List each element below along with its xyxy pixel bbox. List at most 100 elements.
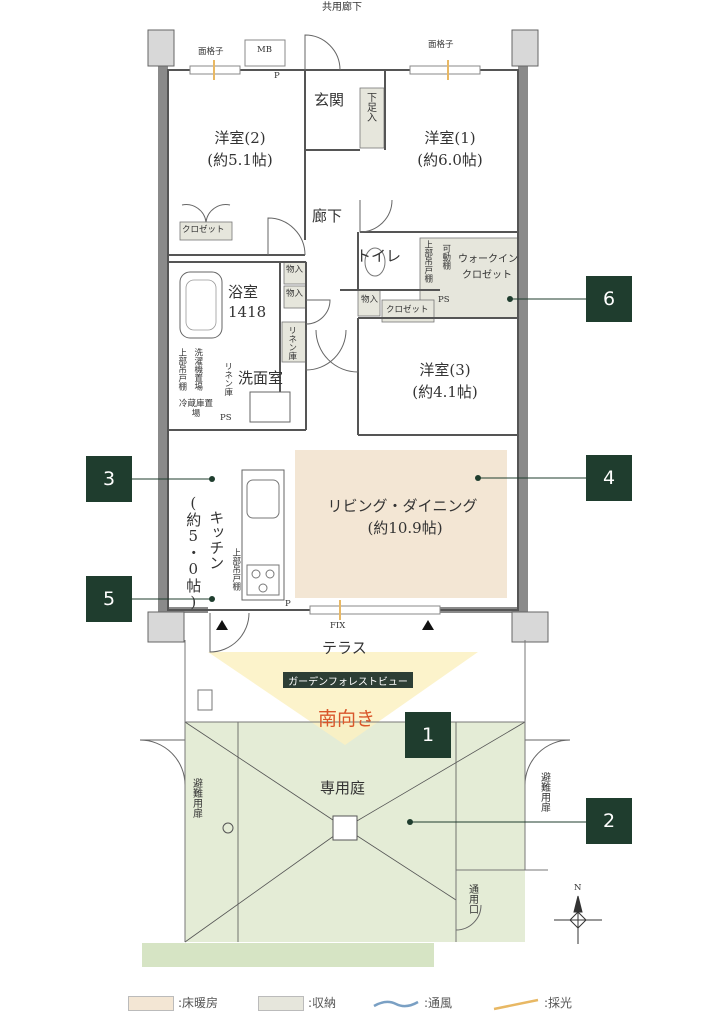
kitchen-name: キッチン [207,510,226,570]
entrance-label: 玄関 [314,91,345,109]
fix-label: FIX [330,621,346,631]
fridge-label: 冷蔵庫置場 [178,399,213,419]
living-size: (約10.9帖) [367,519,443,537]
upper-cabinet-label-wash: 上部吊戸棚 [176,348,187,391]
bath-name: 浴室 [228,283,259,301]
badge-1: 1 [405,712,451,758]
storage-label-b: 物入 [286,289,304,299]
pillar-tl [147,29,175,67]
wind-icon [373,1000,419,1007]
dot-6 [507,296,513,302]
garden-strip [142,943,434,967]
dot-2 [407,819,413,825]
walkin-closet [419,237,521,319]
kitchen-sink [246,479,280,519]
toilet-label: トイレ [356,247,402,265]
storage-label-c: 物入 [361,295,379,305]
garden-label: 専用庭 [320,779,366,797]
p-label-bottom: P [285,599,291,609]
dot-3 [209,476,215,482]
kitchen-size: (約5・0帖) [184,494,203,611]
storage-label-a: 物入 [286,265,304,275]
common-corridor-label: 共用廊下 [322,2,362,13]
walkin-line2: クロゼット [462,270,512,281]
hallway-label: 廊下 [312,207,343,225]
legend-swatch-storage [258,996,304,1011]
door-bath [305,299,331,325]
outdoor-unit [197,689,213,711]
door-terrace [209,612,250,653]
washer-label: 洗濯機置場 [192,348,203,391]
wash-basin [249,391,291,423]
living-name: リビング・ダイニング [327,497,478,515]
movable-shelf-label: 可動棚 [440,244,451,270]
door-evac-right [524,739,571,786]
linen-label-2: リネン庫 [222,362,233,396]
badge-6: 6 [586,276,632,322]
linen-label-1: リネン庫 [286,326,297,360]
washroom-label: 洗面室 [238,369,284,387]
walkin-line1: ウォークイン [458,254,518,265]
dot-4 [475,475,481,481]
garden-drain [332,815,358,841]
closet-3 [381,299,435,323]
badge-2: 2 [586,798,632,844]
legend-label-sunlight: :採光 [544,996,573,1010]
pillar-br [511,611,549,643]
linen-cabinet [281,321,307,363]
western2-name: 洋室(2) [214,129,266,147]
legend-label-storage: :収納 [308,996,337,1010]
shoe-cabinet [359,87,385,149]
door-evac-left [139,739,186,786]
garden-faucet [222,822,234,834]
window-ld [309,605,441,615]
door-w1 [359,199,393,233]
western3-name: 洋室(3) [419,361,471,379]
door-gate [455,904,482,931]
upper-cabinet-label-kitchen: 上部吊戸棚 [230,548,241,591]
legend-label-floor-heating: :床暖房 [178,996,219,1010]
pillar-bl [147,611,185,643]
bath-size: 1418 [228,303,267,321]
toilet-bowl [364,247,386,277]
western1-name: 洋室(1) [424,129,476,147]
western1-size: (約6.0帖) [417,151,483,169]
wind-arrow-1 [216,620,228,630]
lattice-label-left: 面格子 [198,47,224,57]
kitchen-stove [246,564,280,596]
badge-4: 4 [586,455,632,501]
legend-ventilation: :通風 [372,994,452,1011]
kitchen-counter [241,469,285,601]
evac-door-label-right: 避難用扉 [538,772,550,812]
wind-arrow-2 [422,620,434,630]
door-wash [305,329,347,371]
garden-forest-view-banner: ガーデンフォレストビュー [283,672,413,688]
bathtub [179,271,223,339]
front-door [304,34,341,71]
pillar-tr [511,29,539,67]
dot-5 [209,596,215,602]
legend-storage: :収納 [258,994,336,1011]
western2-size: (約5.1帖) [207,151,273,169]
legend-swatch-floor-heating [128,996,174,1011]
upper-cabinet-label-toilet: 上部吊戸棚 [422,240,433,283]
burner-a [251,569,261,579]
evac-door-label-left: 避難用扉 [190,778,202,818]
terrace-label: テラス [322,639,367,657]
closet2-label: クロゼット [182,225,225,235]
ps-label-wash: PS [220,413,232,423]
shoe-cabinet-label: 下足入 [364,92,376,122]
badge-3: 3 [86,456,132,502]
legend-floor-heating: :床暖房 [128,994,218,1011]
window-w1 [409,65,481,75]
sunlight-icon [493,998,539,1010]
bathtub-inner [185,279,217,331]
door-w3 [315,329,359,373]
badge-5: 5 [86,576,132,622]
living-floor-heat [295,450,507,598]
compass [554,895,602,944]
legend-label-ventilation: :通風 [424,996,453,1010]
wall-right [518,30,528,615]
door-w2 [267,217,306,256]
